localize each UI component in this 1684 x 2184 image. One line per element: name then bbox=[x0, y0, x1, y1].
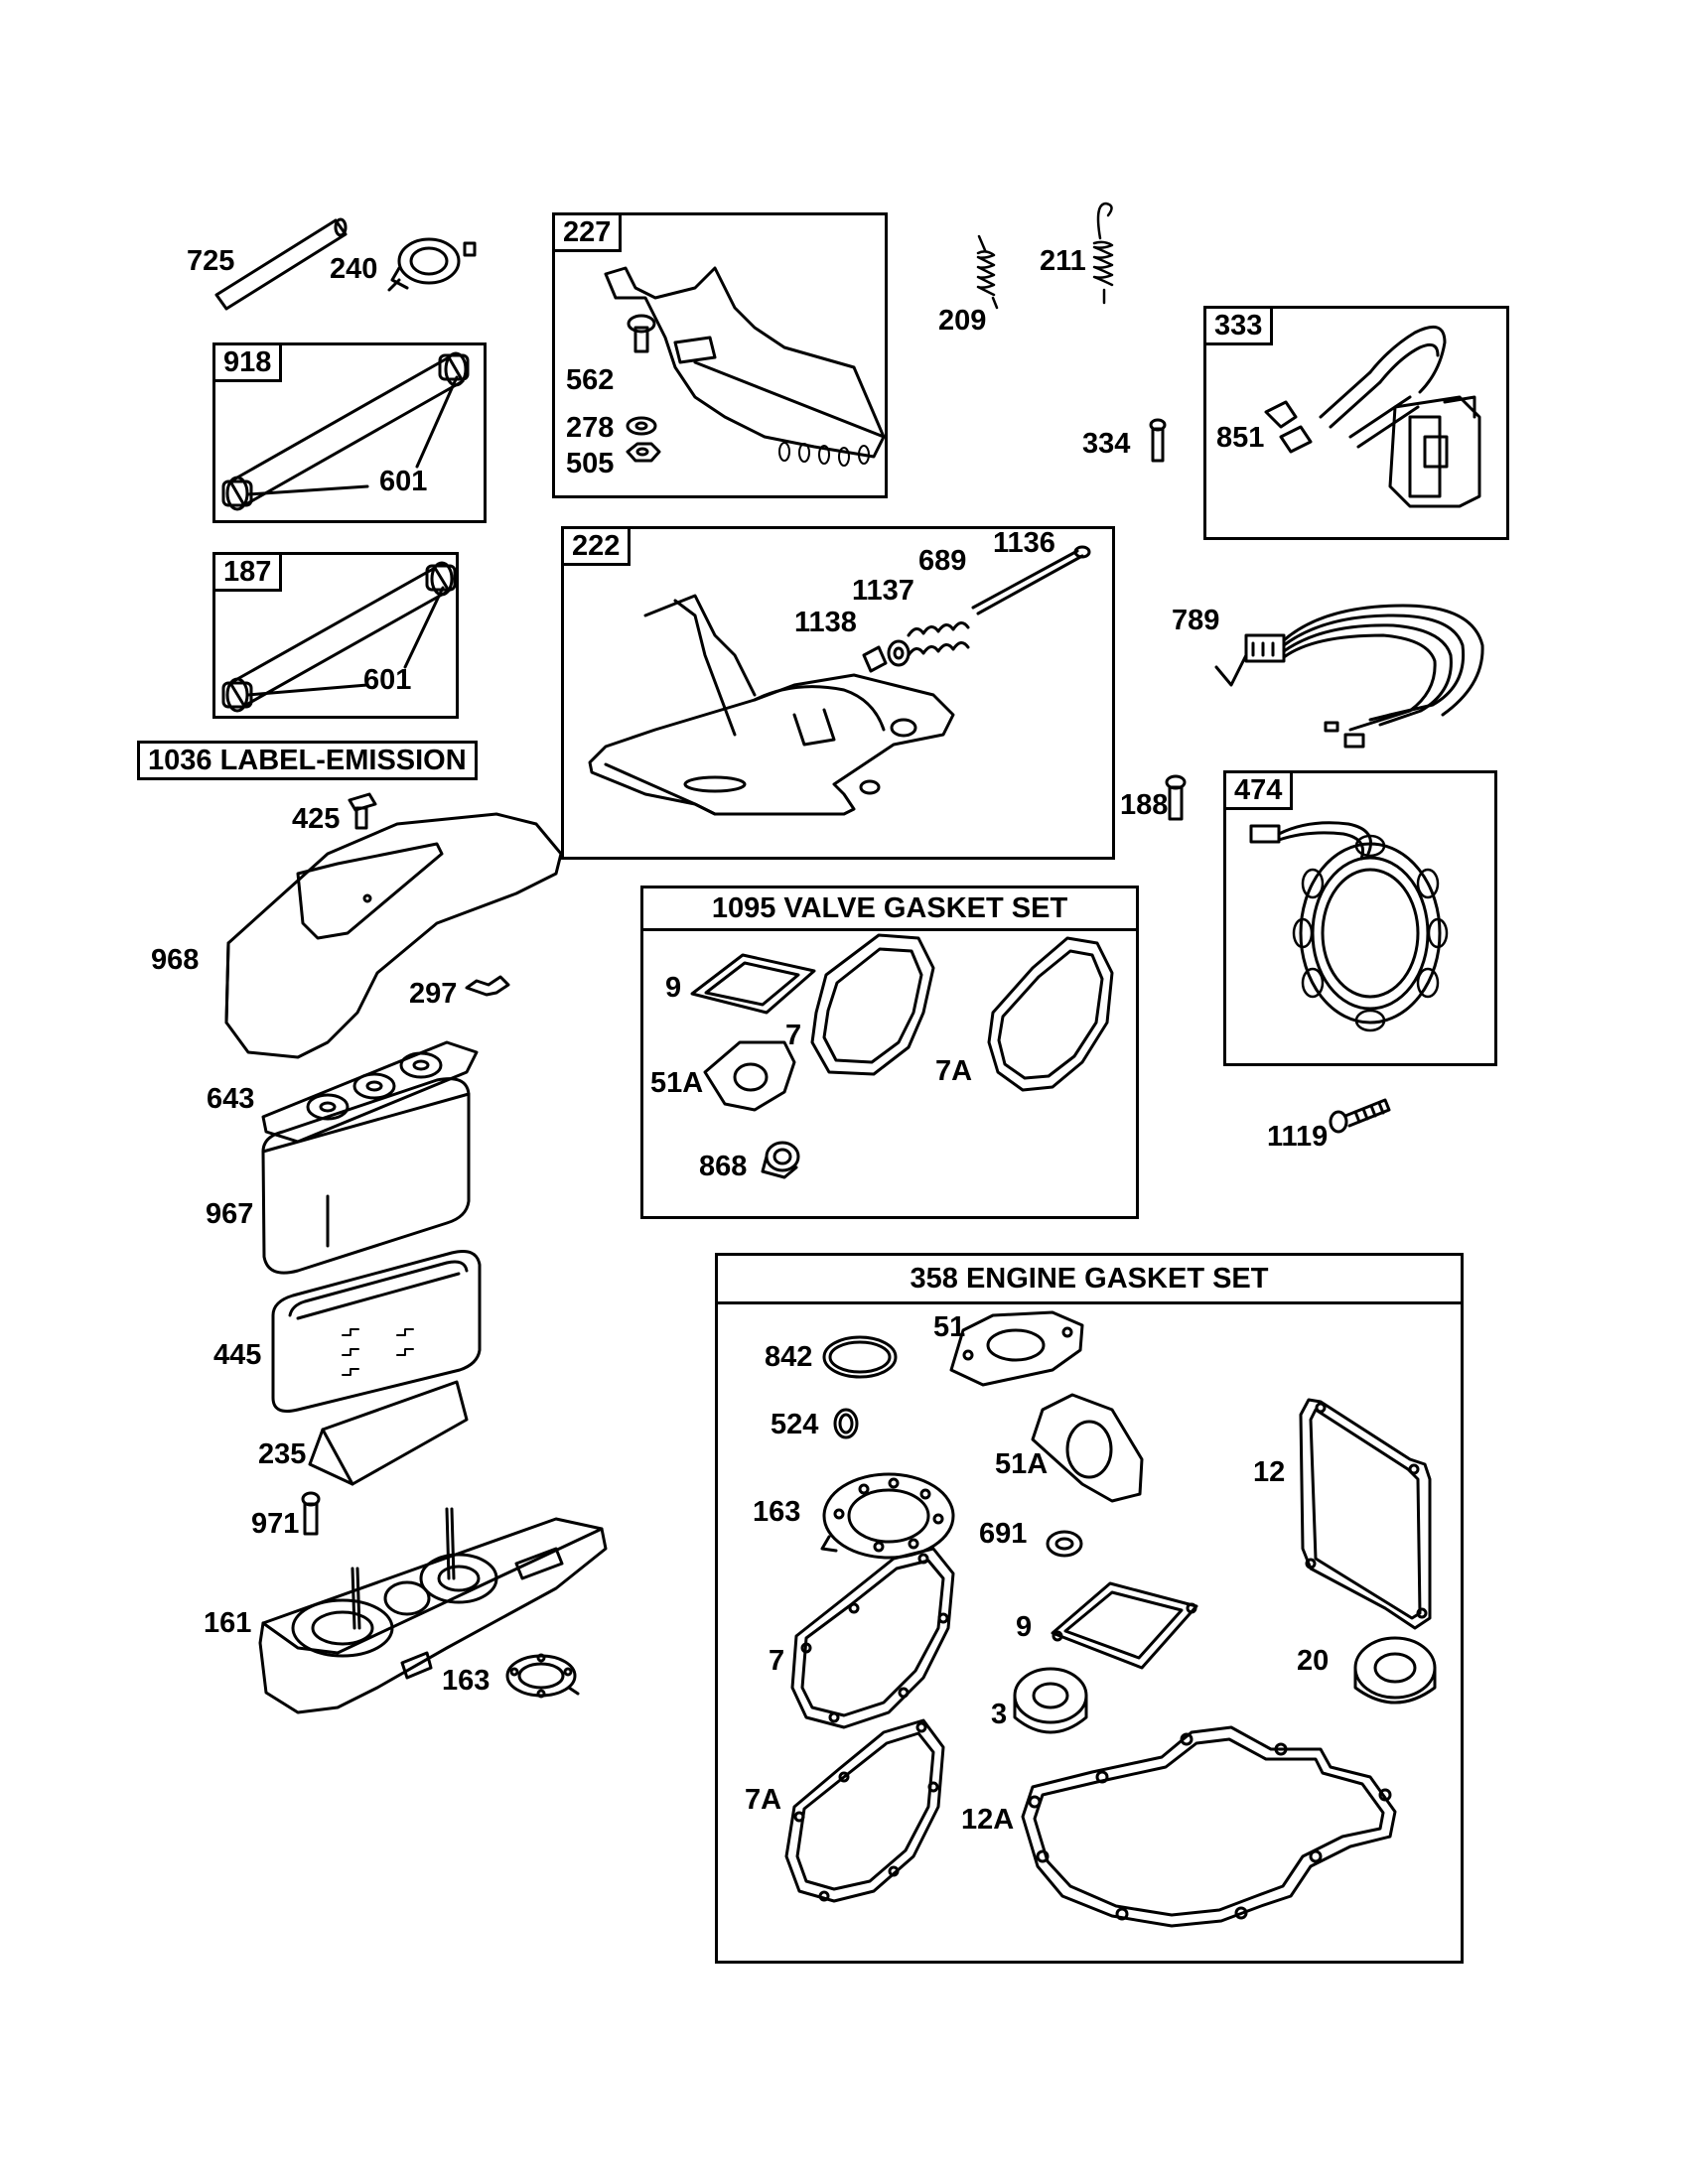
engine-gasket-set-box: 358 ENGINE GASKET SET bbox=[715, 1253, 1464, 1964]
bracket-227 bbox=[604, 266, 886, 467]
spring-209 bbox=[976, 234, 999, 310]
wing-nut-297 bbox=[465, 975, 510, 997]
box-918: 918 bbox=[212, 342, 487, 523]
screw-1119 bbox=[1329, 1098, 1391, 1134]
tag-918: 918 bbox=[212, 342, 283, 382]
label-601-b: 601 bbox=[363, 664, 412, 696]
engine-label-51: 51 bbox=[933, 1311, 966, 1343]
engine-label-9: 9 bbox=[1016, 1611, 1033, 1643]
box-333: 333 bbox=[1203, 306, 1509, 540]
engine-label-51a: 51A bbox=[995, 1448, 1049, 1480]
engine-set-parts bbox=[784, 1310, 1437, 1928]
valve-set-parts bbox=[690, 933, 1114, 1179]
label-445: 445 bbox=[213, 1339, 262, 1371]
engine-label-12: 12 bbox=[1253, 1456, 1286, 1488]
label-emission-title: 1036 LABEL-EMISSION bbox=[137, 741, 478, 780]
tag-333: 333 bbox=[1203, 306, 1274, 345]
label-334: 334 bbox=[1082, 428, 1131, 460]
plate-643 bbox=[261, 1040, 479, 1144]
filter-445 bbox=[271, 1250, 482, 1413]
label-297: 297 bbox=[409, 978, 458, 1010]
fuel-filter-240 bbox=[387, 237, 477, 292]
engine-label-20: 20 bbox=[1297, 1645, 1330, 1677]
valve-label-868: 868 bbox=[699, 1151, 748, 1182]
tag-187: 187 bbox=[212, 552, 283, 592]
label-643: 643 bbox=[207, 1083, 255, 1115]
hose-918 bbox=[221, 351, 470, 511]
label-971: 971 bbox=[251, 1508, 300, 1540]
label-1136: 1136 bbox=[993, 527, 1055, 559]
label-689: 689 bbox=[918, 545, 967, 577]
engine-label-842: 842 bbox=[765, 1341, 813, 1373]
label-1138: 1138 bbox=[794, 607, 857, 638]
valve-label-51a: 51A bbox=[650, 1067, 704, 1099]
spring-211 bbox=[1092, 202, 1114, 305]
engine-label-7a: 7A bbox=[745, 1784, 782, 1816]
label-188: 188 bbox=[1120, 789, 1169, 821]
valve-label-7: 7 bbox=[785, 1020, 802, 1051]
label-240: 240 bbox=[330, 253, 378, 285]
label-505: 505 bbox=[566, 448, 615, 479]
label-725: 725 bbox=[187, 245, 235, 277]
box-474: 474 bbox=[1223, 770, 1497, 1066]
label-851: 851 bbox=[1216, 422, 1265, 454]
label-562: 562 bbox=[566, 364, 615, 396]
label-967: 967 bbox=[206, 1198, 254, 1230]
label-601-a: 601 bbox=[379, 466, 428, 497]
label-235: 235 bbox=[258, 1438, 307, 1470]
box-227: 227 bbox=[552, 212, 888, 498]
precleaner-967 bbox=[261, 1077, 471, 1275]
engine-label-691: 691 bbox=[979, 1518, 1028, 1550]
cover-968 bbox=[224, 812, 563, 1059]
label-968: 968 bbox=[151, 944, 200, 976]
engine-gasket-set-title: 358 ENGINE GASKET SET bbox=[718, 1256, 1461, 1304]
screw-188 bbox=[1165, 774, 1187, 821]
label-161: 161 bbox=[204, 1607, 252, 1639]
engine-label-163: 163 bbox=[753, 1496, 801, 1528]
box-222: 222 bbox=[561, 526, 1115, 860]
control-bracket-222 bbox=[588, 545, 1091, 816]
baffle-235 bbox=[308, 1380, 469, 1486]
screw-971 bbox=[301, 1491, 321, 1536]
label-163-air: 163 bbox=[442, 1665, 491, 1697]
valve-gasket-set-title: 1095 VALVE GASKET SET bbox=[643, 888, 1136, 931]
label-425: 425 bbox=[292, 803, 341, 835]
label-789: 789 bbox=[1172, 605, 1220, 636]
label-1119: 1119 bbox=[1267, 1121, 1329, 1153]
screw-425 bbox=[348, 792, 377, 830]
tube-725 bbox=[214, 217, 348, 311]
gasket-163-air bbox=[505, 1653, 580, 1699]
hose-187 bbox=[221, 561, 457, 713]
alternator-474 bbox=[1249, 821, 1449, 1032]
valve-label-7a: 7A bbox=[935, 1055, 973, 1087]
label-209: 209 bbox=[938, 305, 987, 337]
base-161 bbox=[258, 1507, 608, 1714]
tag-222: 222 bbox=[561, 526, 632, 566]
engine-label-12a: 12A bbox=[961, 1804, 1015, 1836]
coil-333 bbox=[1149, 325, 1481, 508]
tag-227: 227 bbox=[552, 212, 623, 252]
engine-label-3: 3 bbox=[991, 1699, 1008, 1730]
engine-label-7: 7 bbox=[769, 1645, 785, 1677]
label-278: 278 bbox=[566, 412, 615, 444]
valve-gasket-set-box: 1095 VALVE GASKET SET bbox=[640, 886, 1139, 1219]
harness-789 bbox=[1214, 604, 1484, 749]
engine-label-524: 524 bbox=[771, 1409, 819, 1440]
label-211: 211 bbox=[1040, 245, 1086, 277]
valve-label-9: 9 bbox=[665, 972, 682, 1004]
box-187: 187 bbox=[212, 552, 459, 719]
label-1137: 1137 bbox=[852, 575, 914, 607]
tag-474: 474 bbox=[1223, 770, 1294, 810]
